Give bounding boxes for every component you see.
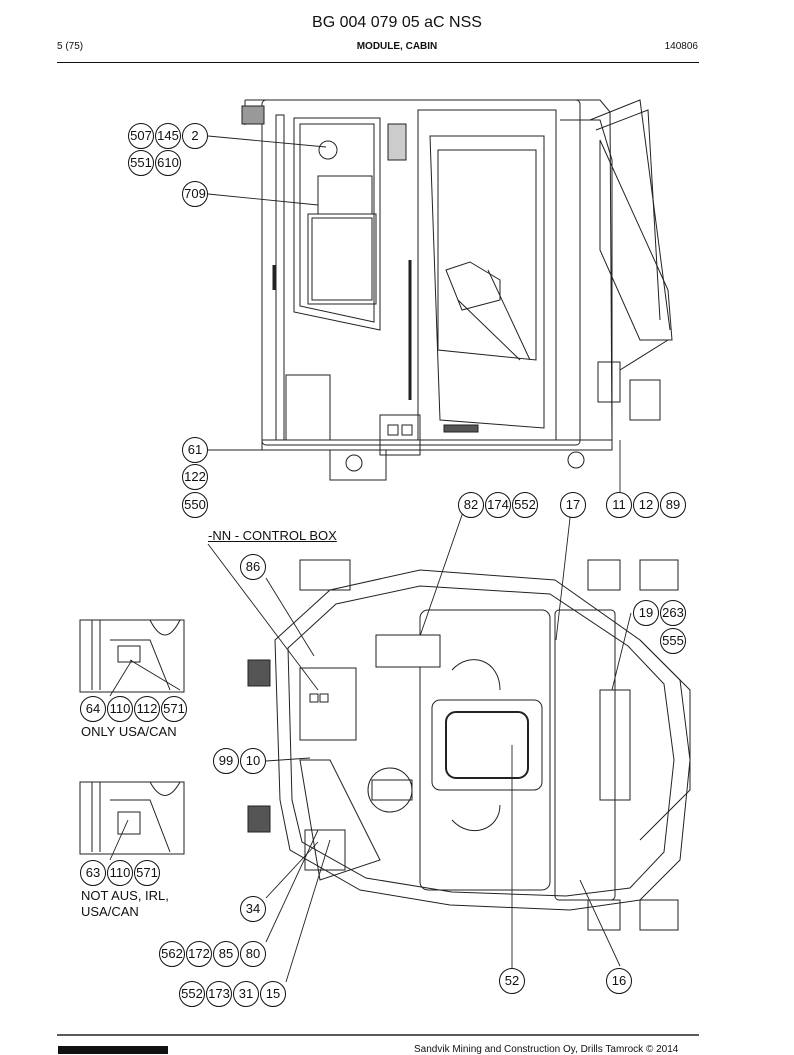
page-number: 5 (75)	[57, 41, 84, 52]
callout-571: 571	[161, 696, 187, 722]
callout-16: 16	[606, 968, 632, 994]
callout-61: 61	[182, 437, 208, 463]
callout-571: 571	[134, 860, 160, 886]
cabin-side-view	[241, 99, 673, 481]
callout-173: 173	[206, 981, 232, 1007]
callout-709: 709	[182, 181, 208, 207]
callout-172: 172	[186, 941, 212, 967]
callout-110: 110	[107, 860, 133, 886]
callout-86: 86	[240, 554, 266, 580]
callout-110: 110	[107, 696, 133, 722]
callout-610: 610	[155, 150, 181, 176]
document-date: 140806	[664, 41, 698, 52]
only-usa-can-note: ONLY USA/CAN	[81, 724, 177, 739]
callout-2: 2	[182, 123, 208, 149]
callout-174: 174	[485, 492, 511, 518]
not-aus-note-line1: NOT AUS, IRL,	[81, 888, 169, 903]
callout-145: 145	[155, 123, 181, 149]
callout-17: 17	[560, 492, 586, 518]
header-rule	[57, 62, 699, 63]
callout-555: 555	[660, 628, 686, 654]
callout-64: 64	[80, 696, 106, 722]
document-title: BG 004 079 05 aC NSS	[312, 14, 482, 31]
not-aus-note-line2: USA/CAN	[81, 904, 139, 919]
callout-52: 52	[499, 968, 525, 994]
callout-551: 551	[128, 150, 154, 176]
cabin-plan-view	[247, 559, 691, 931]
callout-552: 552	[179, 981, 205, 1007]
callout-12: 12	[633, 492, 659, 518]
callout-34: 34	[240, 896, 266, 922]
callout-552: 552	[512, 492, 538, 518]
callout-112: 112	[134, 696, 160, 722]
callout-10: 10	[240, 748, 266, 774]
callout-89: 89	[660, 492, 686, 518]
callout-562: 562	[159, 941, 185, 967]
callout-550: 550	[182, 492, 208, 518]
callout-80: 80	[240, 941, 266, 967]
control-box-label: -NN - CONTROL BOX	[208, 528, 337, 543]
callout-82: 82	[458, 492, 484, 518]
footer-copyright: Sandvik Mining and Construction Oy, Dril…	[414, 1044, 679, 1055]
callout-15: 15	[260, 981, 286, 1007]
callout-31: 31	[233, 981, 259, 1007]
callout-507: 507	[128, 123, 154, 149]
callout-122: 122	[182, 464, 208, 490]
callout-263: 263	[660, 600, 686, 626]
callout-19: 19	[633, 600, 659, 626]
callout-63: 63	[80, 860, 106, 886]
sandvik-logo	[58, 1046, 168, 1054]
section-title: MODULE, CABIN	[356, 41, 438, 52]
inset-views	[79, 619, 185, 855]
callout-11: 11	[606, 492, 632, 518]
callout-99: 99	[213, 748, 239, 774]
callout-85: 85	[213, 941, 239, 967]
